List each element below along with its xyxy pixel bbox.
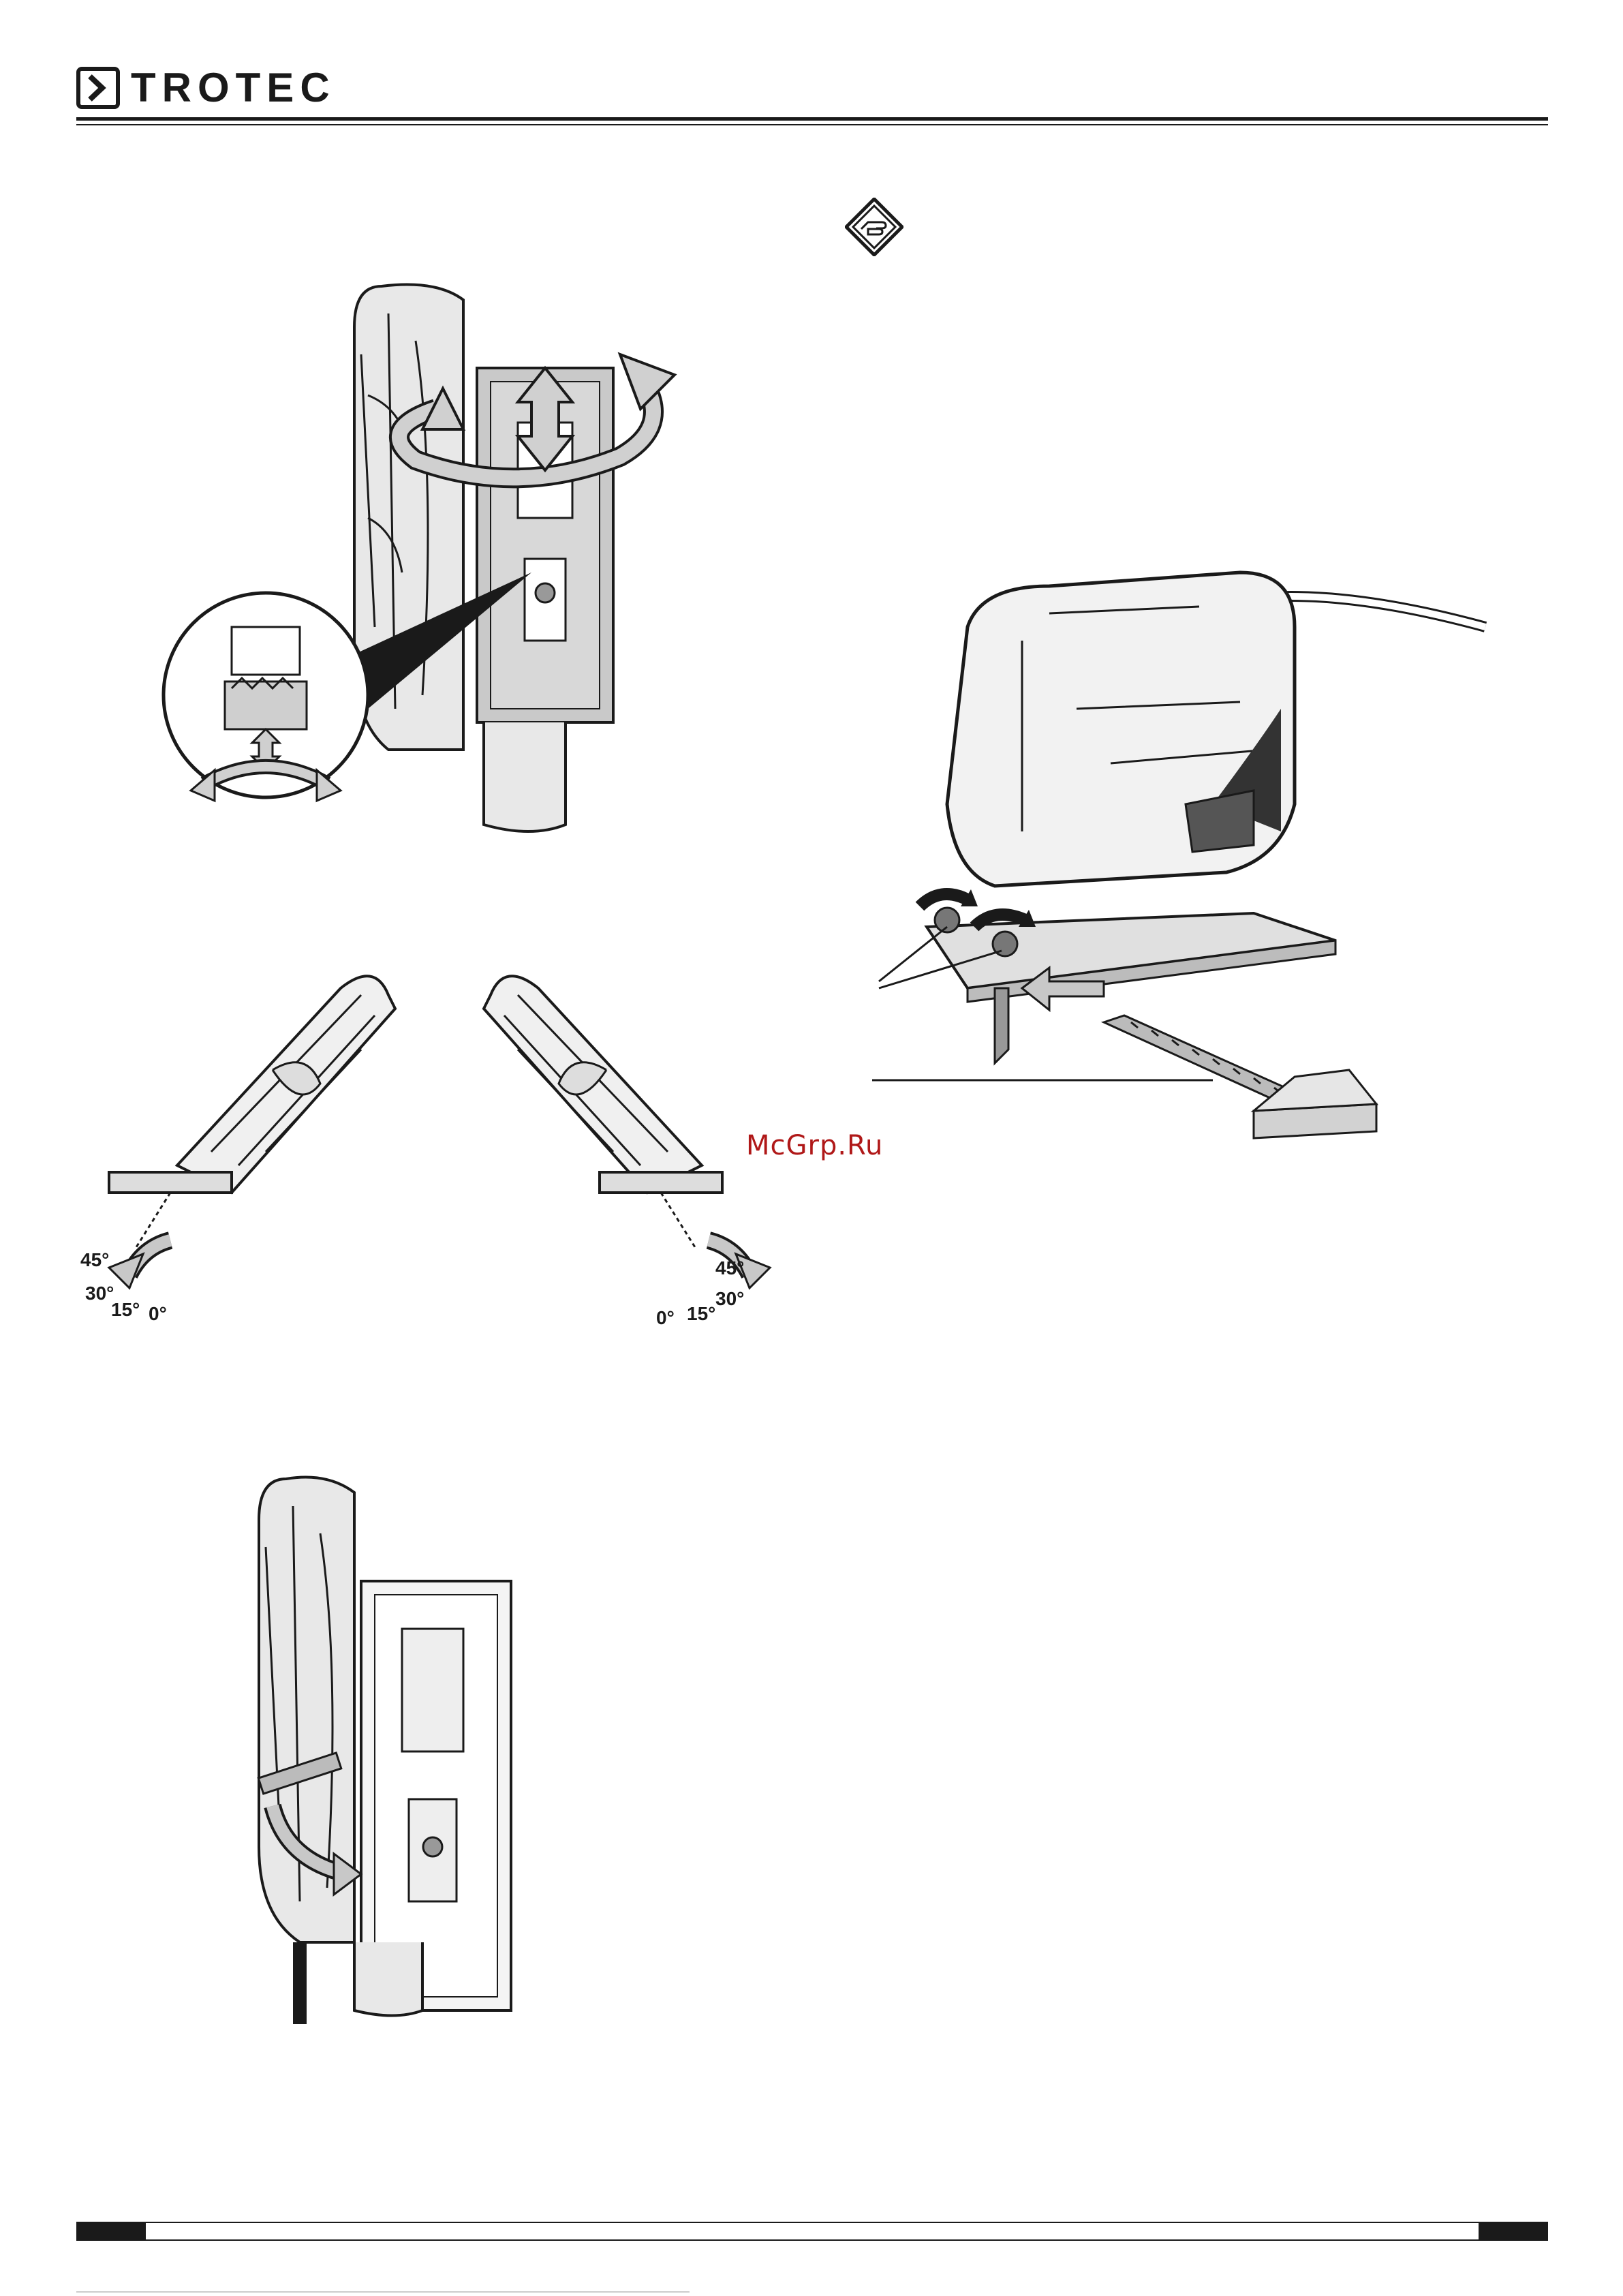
bevel-angle-figure — [102, 947, 777, 1329]
brand-name: TROTEC — [131, 64, 336, 111]
bevel-left-saw — [109, 976, 395, 1247]
trotec-logo: TROTEC — [76, 65, 417, 110]
footer-bottom-rule — [76, 2291, 690, 2293]
bevel-right-label-0: 0° — [656, 1307, 675, 1329]
header: TROTEC — [0, 0, 1623, 136]
base-release-figure — [245, 1465, 559, 2024]
bevel-left-label-45: 45° — [80, 1249, 109, 1271]
footer-block-left — [78, 2223, 146, 2239]
footer-block-right — [1479, 2223, 1547, 2239]
bevel-right-label-45: 45° — [715, 1257, 744, 1279]
bevel-left-label-15: 15° — [111, 1299, 140, 1321]
bevel-right-saw — [484, 976, 722, 1247]
watermark: McGrp.Ru — [746, 1130, 883, 1161]
logo-arrow-icon — [76, 67, 120, 109]
bevel-right-label-30: 30° — [715, 1288, 744, 1310]
bevel-right-label-15: 15° — [687, 1303, 715, 1325]
footer-bar — [76, 2222, 1548, 2241]
bevel-left-label-0: 0° — [149, 1303, 167, 1325]
header-rule — [76, 117, 1548, 121]
parallel-guide-figure — [872, 545, 1513, 1186]
hand-pointing-note-icon — [845, 198, 903, 256]
blade-clamp-figure — [150, 273, 709, 845]
header-rule-thin — [76, 124, 1548, 125]
bevel-left-label-30: 30° — [85, 1283, 114, 1304]
